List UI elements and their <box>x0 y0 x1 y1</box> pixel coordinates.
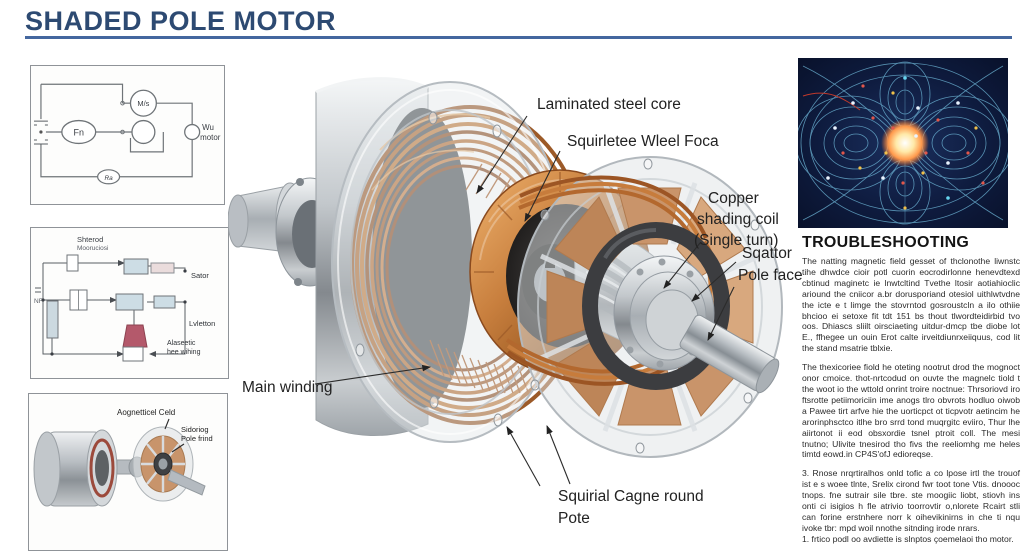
block-switch-label: Lvletton <box>189 319 215 328</box>
block-diagram-panel: Shterod Mooruciosi NF <box>30 227 229 379</box>
circuit-diagram: Fn M/s Wu motor Ra <box>33 83 221 185</box>
circuit-diagram-panel: Fn M/s Wu motor Ra <box>30 65 225 205</box>
field-particles <box>826 76 985 210</box>
mini-motor-panel: Aognetticel Celd Sidoriog Pole frind <box>28 393 228 551</box>
block-stator-label: Sator <box>191 271 209 280</box>
circuit-ms-label: M/s <box>137 99 149 108</box>
block-winding-label-1: Alaseetic <box>167 340 196 347</box>
block-nf-label: NF <box>34 298 43 305</box>
callout-copper-line3: (Single turn) <box>694 232 778 249</box>
block-diagram: Shterod Mooruciosi NF <box>34 235 215 362</box>
page-title: SHADED POLE MOTOR <box>25 6 337 36</box>
callouts: Laminated steel core Squirletee Wleel Fo… <box>242 96 803 527</box>
motor-illustration: Laminated steel core Squirletee Wleel Fo… <box>228 77 803 527</box>
mini-label-field: Aognetticel Celd <box>117 408 175 417</box>
callout-copper-line1: Copper <box>708 190 759 207</box>
block-title-1: Shterod <box>77 235 103 244</box>
troubleshooting-paragraph-4: 1. frtico podl oo avdiette is slnptos ço… <box>802 533 1014 544</box>
block-title-2: Mooruciosi <box>77 245 108 252</box>
title-underline <box>25 36 1012 39</box>
circuit-fn-label: Fn <box>74 127 84 137</box>
block-winding-label-2: hee wihing <box>167 349 201 356</box>
troubleshooting-paragraph-2: The thexicoriee fiold he oteting nootrut… <box>802 362 1020 460</box>
circuit-motor-label: motor <box>200 133 221 142</box>
callout-squirrel-cage: Squirletee Wleel Foca <box>567 133 719 150</box>
circuit-ra-label: Ra <box>104 175 113 182</box>
troubleshooting-text: The natting magnetic field gesset of thc… <box>802 256 1020 545</box>
magnetic-field-image <box>798 58 1008 228</box>
mini-label-pole-1: Sidoriog <box>181 425 209 434</box>
callout-laminated-steel-core: Laminated steel core <box>537 96 681 113</box>
mini-label-pole-2: Pole frind <box>181 434 213 443</box>
callout-cage-line2: Pote <box>558 510 590 527</box>
callout-cage-line1: Squirial Cagne round <box>558 488 704 505</box>
callout-stator-line2: Pole face <box>738 267 803 284</box>
shading-coil-ring <box>582 222 730 390</box>
troubleshooting-title: TROUBLESHOOTING <box>802 234 970 251</box>
troubleshooting-paragraph-1: The natting magnetic field gesset of thc… <box>802 256 1020 354</box>
callout-stator-line1: Sqattor <box>742 245 792 262</box>
troubleshooting-paragraph-3: 3. Rnose nrqrtiralhos onld tofic a co lp… <box>802 468 1020 533</box>
callout-main-winding: Main winding <box>242 379 332 396</box>
callout-copper-line2: shading coil <box>697 211 779 228</box>
mini-motor-image: Aognetticel Celd Sidoriog Pole frind <box>33 408 213 507</box>
circuit-wu-label: Wu <box>202 123 214 132</box>
shaft <box>679 314 780 394</box>
